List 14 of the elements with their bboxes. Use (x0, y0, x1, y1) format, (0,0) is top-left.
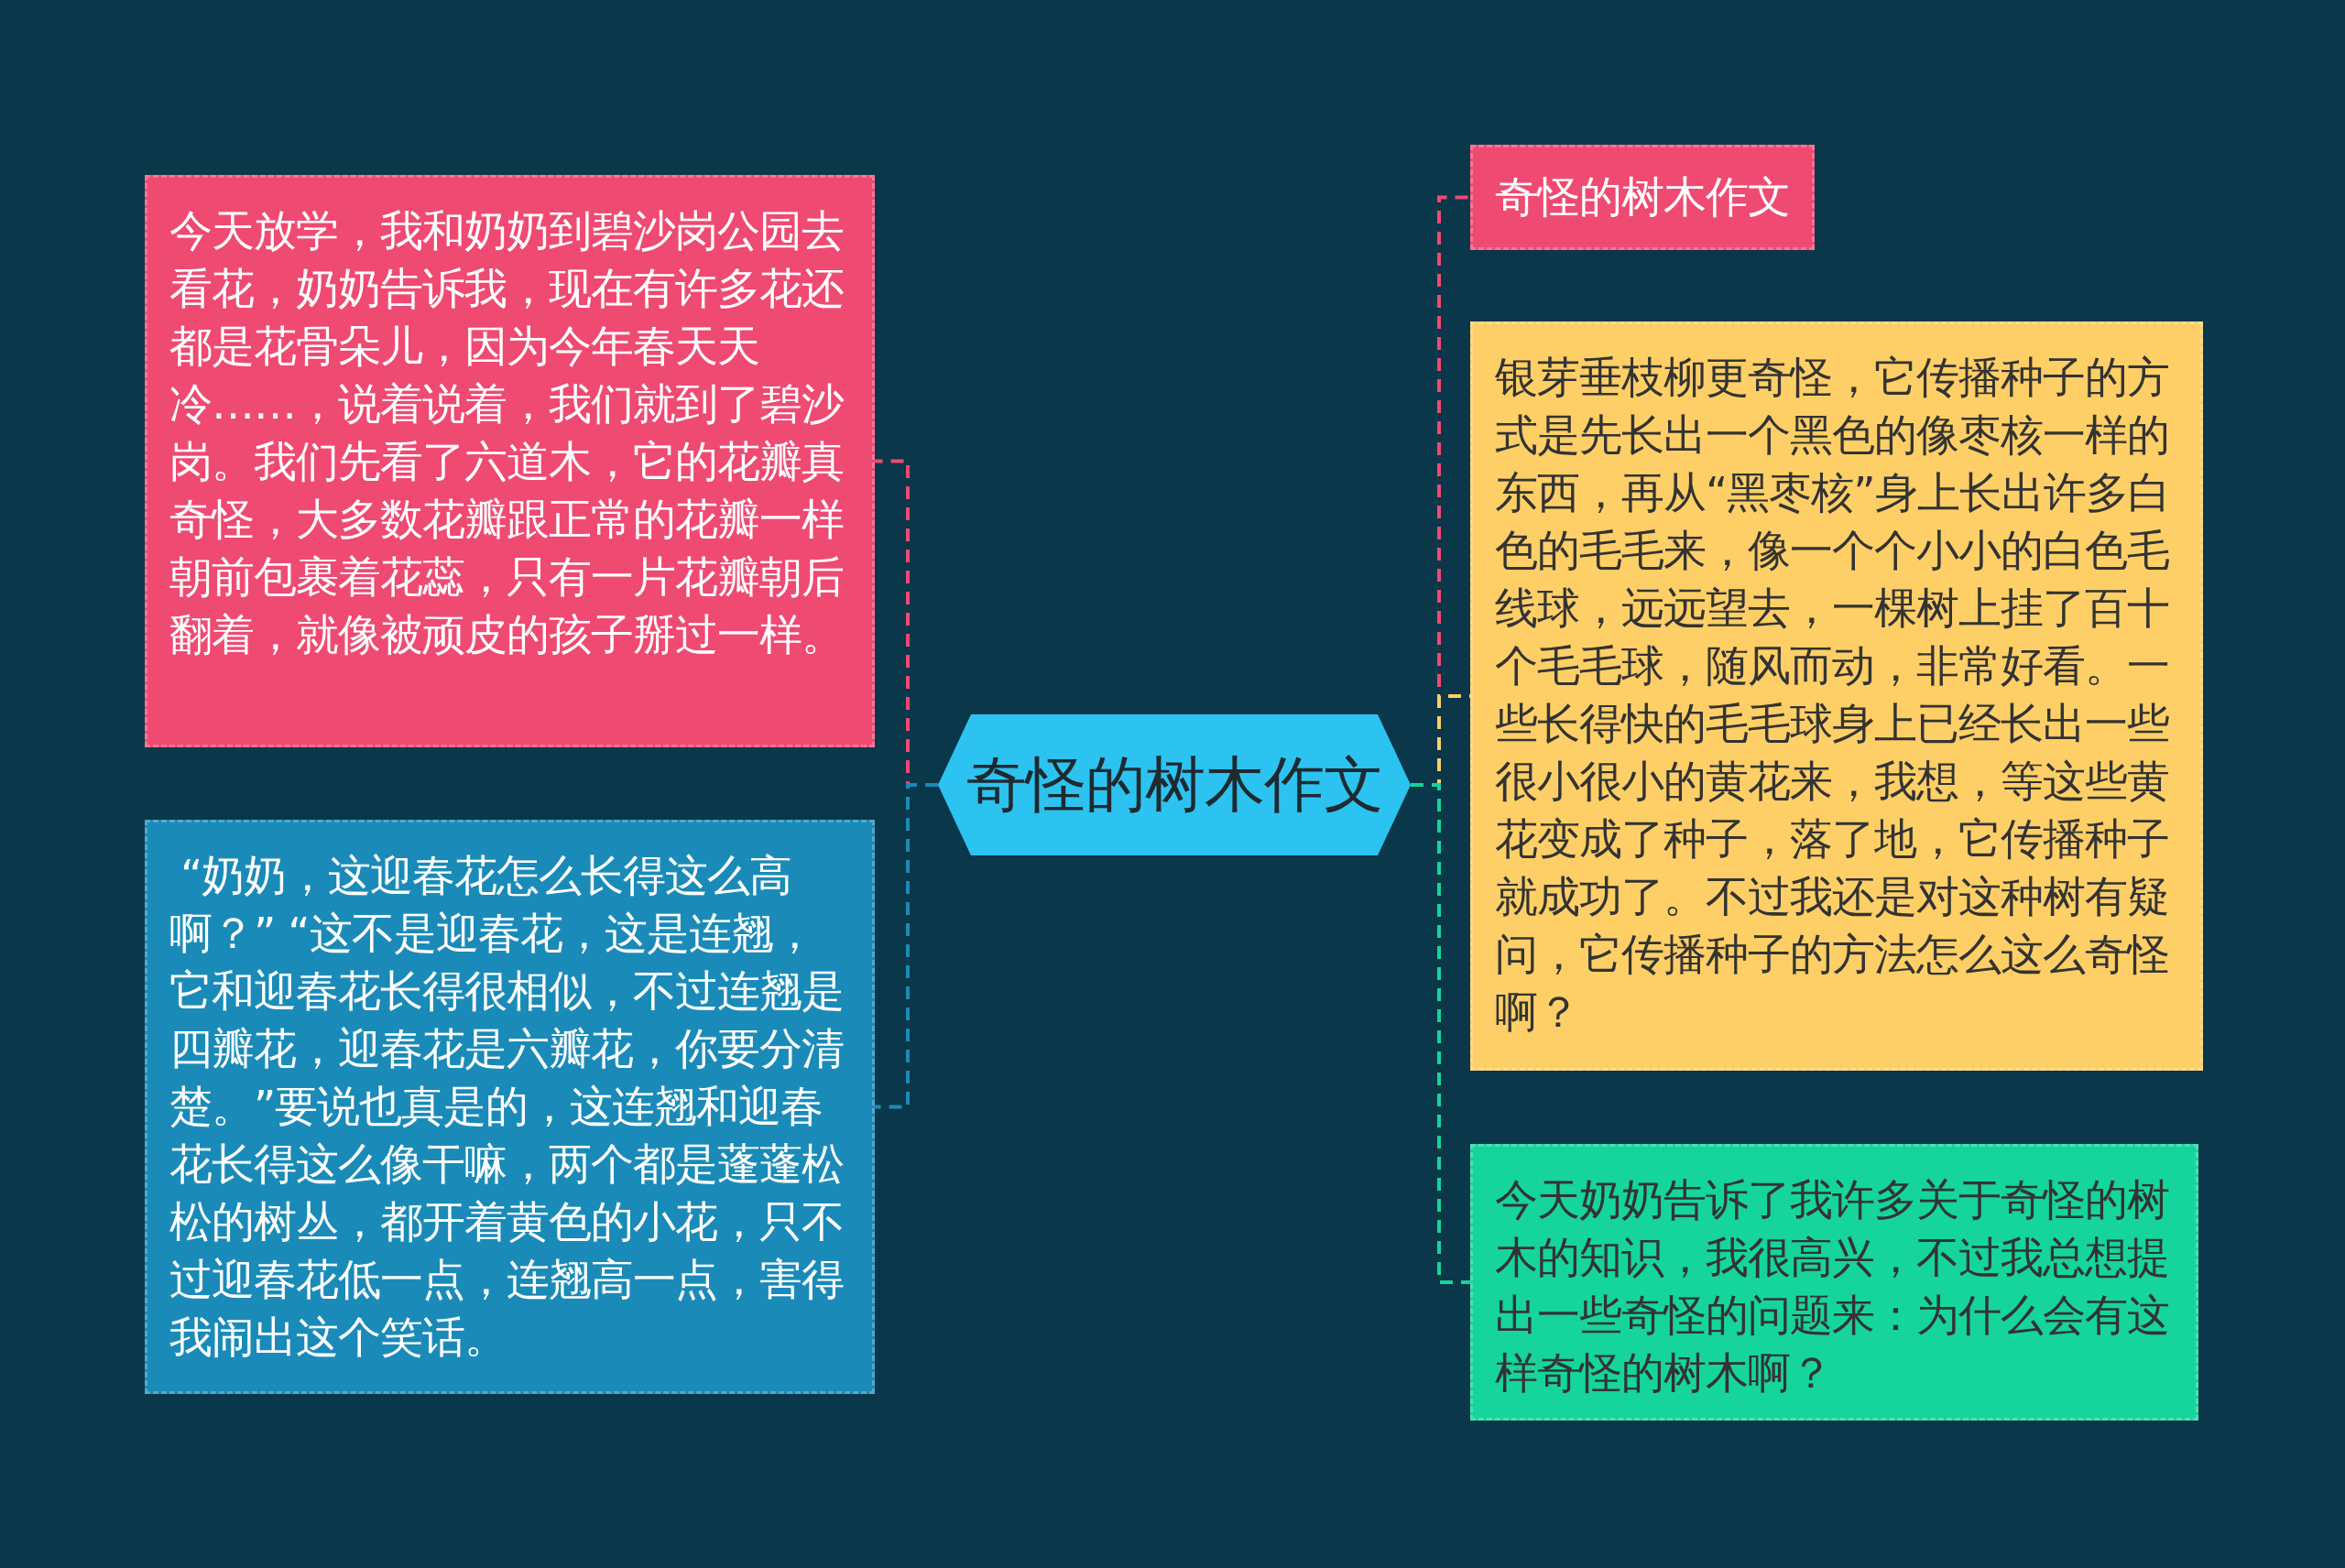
text-card (145, 175, 875, 747)
paragraph: 今天奶奶告诉了我许多关于奇怪的树木的知识，我很高兴，不过我总想提出一些奇怪的问题来：为什么会有这样奇怪的树木啊？ (1495, 1173, 2170, 1399)
text-card (1470, 1144, 2198, 1421)
connector-line (875, 783, 938, 1109)
paragraph: 银芽垂枝柳更奇怪，它传播种子的方式是先长出一个黑色的像枣核一样的东西，再从“黑枣核”身上长出许多白色的毛毛来，像一个个小小的白色毛线球，远远望去，一棵树上挂了百十个毛毛球，随风而动，非常好看。一些长得快的毛毛球身上已经长出一些很小很小的黄花来，我想，等这些黄花变成了种子，落了地，它传播种子就成功了。不过我还是对这种树有疑问，它传播种子的方法怎么这么奇怪啊？ (1495, 351, 2171, 1039)
topic-title: 奇怪的树木作文 (965, 748, 1383, 822)
text-card (1470, 145, 1815, 250)
topic-hexagon (938, 714, 1411, 855)
text-card (145, 820, 875, 1394)
text-card (1470, 321, 2203, 1071)
connector-line (1411, 783, 1470, 1284)
paragraph: 今天放学，我和奶奶到碧沙岗公园去看花，奶奶告诉我，现在有许多花还都是花骨朵儿，因为今年春天天冷……，说着说着，我们就到了碧沙岗。我们先看了六道木，它的花瓣真奇怪，大多数花瓣跟正常的花瓣一样朝前包裹着花蕊，只有一片花瓣朝后翻着，就像被顽皮的孩子掰过一样。 (169, 204, 845, 661)
paragraph: “奶奶，这迎春花怎么长得这么高啊？” “这不是迎春花，这是连翘，它和迎春花长得很相似，不过连翘是四瓣花，迎春花是六瓣花，你要分清楚。”要说也真是的，这连翘和迎春花长得这么像干嘛，两个都是蓬蓬松松的树丛，都开着黄色的小花，只不过迎春花低一点，连翘高一点，害得我闹出这个笑话。 (169, 849, 845, 1364)
paragraph: 奇怪的树木作文 (1495, 170, 1790, 223)
